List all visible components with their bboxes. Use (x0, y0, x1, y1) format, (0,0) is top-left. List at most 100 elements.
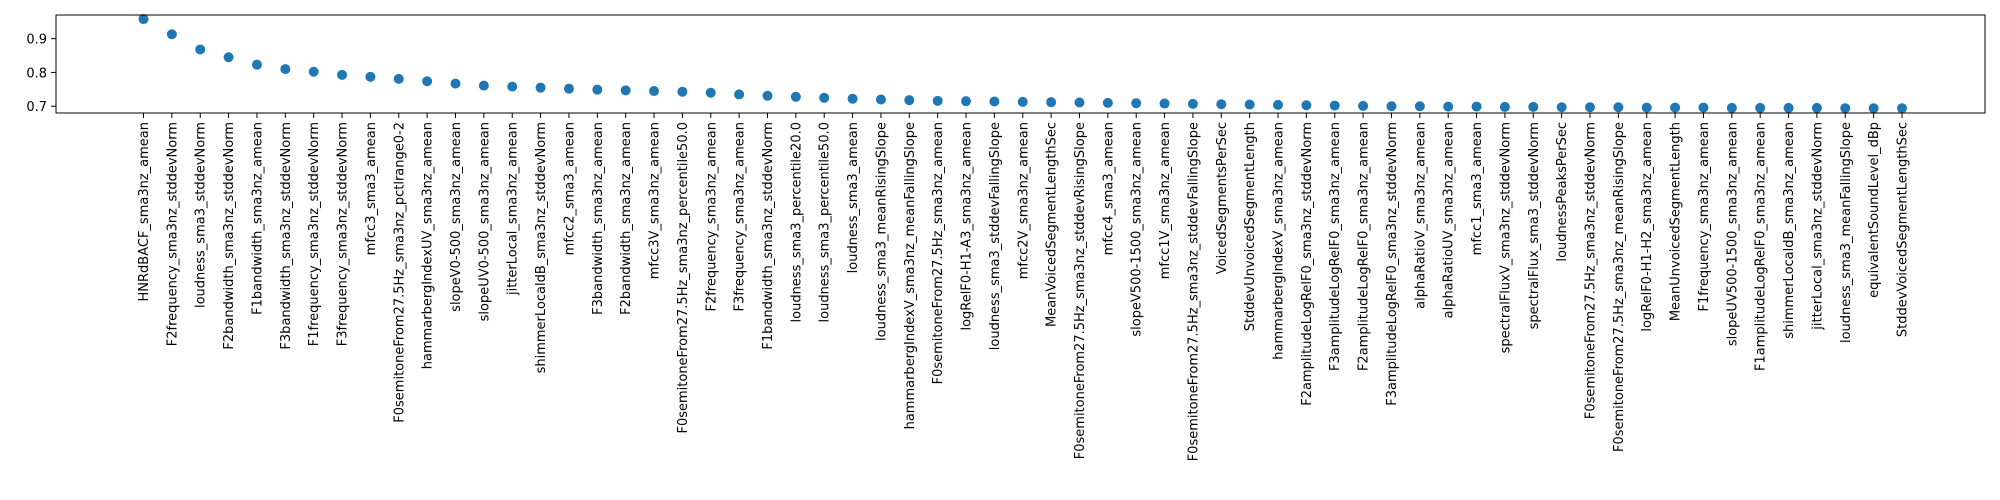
data-point (1301, 100, 1312, 111)
data-point (1187, 98, 1198, 109)
x-tick-label: loudness_sma3_stddevNorm (194, 122, 209, 308)
plot-frame (55, 14, 1986, 114)
x-tick-label: VoicedSegmentsPerSec (1215, 122, 1230, 274)
x-tick-label: F1bandwidth_sma3nz_amean (250, 122, 265, 315)
x-tick-label: F3frequency_sma3nz_stddevNorm (336, 122, 351, 346)
data-point (393, 73, 404, 84)
data-point (705, 87, 716, 98)
x-tick-label: StddevVoicedSegmentLengthSec (1896, 122, 1911, 337)
x-axis: HNRdBACF_sma3nz_amean F2frequency_sma3nz_… (137, 113, 1911, 461)
data-point (1840, 103, 1851, 114)
data-point (1897, 103, 1907, 114)
x-tick-label: logRelF0-H1-H2_sma3nz_amean (1640, 122, 1655, 332)
x-tick-label: loudness_sma3_percentile50.0 (818, 122, 833, 322)
x-tick-label: hammarbergIndexUV_sma3nz_amean (421, 122, 436, 369)
x-tick-label: spectralFlux_sma3_stddevNorm (1527, 122, 1542, 329)
x-tick-label: F2frequency_sma3nz_stddevNorm (165, 122, 180, 346)
x-tick-label: mfcc2V_sma3nz_amean (1016, 122, 1031, 279)
x-tick-label: F2frequency_sma3nz_amean (704, 122, 719, 312)
x-tick-label: logRelF0-H1-A3_sma3nz_amean (960, 122, 975, 331)
x-tick-label: F2bandwidth_sma3nz_amean (619, 122, 634, 315)
data-point (1329, 100, 1340, 111)
x-tick-label: F2bandwidth_sma3nz_stddevNorm (222, 122, 237, 350)
y-tick-label: 0.8 (26, 66, 47, 81)
data-point (592, 84, 603, 95)
x-tick-label: StddevUnvoicedSegmentLength (1243, 122, 1258, 331)
data-point (1273, 99, 1284, 110)
data-point (1783, 102, 1794, 113)
y-tick-label: 0.7 (26, 100, 47, 115)
data-point (1613, 102, 1624, 113)
data-point (422, 76, 433, 87)
data-point (1414, 101, 1425, 112)
data-point (535, 82, 546, 93)
data-point (620, 85, 631, 96)
x-tick-label: slopeUV0-500_sma3nz_amean (477, 122, 492, 321)
data-point (1585, 102, 1596, 113)
data-point (932, 95, 943, 106)
data-point (677, 86, 688, 97)
x-tick-label: shimmerLocaldB_sma3nz_amean (1782, 122, 1797, 339)
data-point (1443, 101, 1454, 112)
x-tick-label: MeanVoicedSegmentLengthSec (1045, 122, 1060, 327)
data-point (1046, 97, 1057, 108)
x-tick-label: shimmerLocaldB_sma3nz_stddevNorm (534, 122, 549, 373)
x-tick-label: F0semitoneFrom27.5Hz_sma3nz_percentile50… (676, 122, 691, 434)
x-tick-label: F3frequency_sma3nz_amean (733, 122, 748, 312)
x-tick-label: alphaRatioUV_sma3nz_amean (1442, 122, 1457, 318)
data-point (819, 92, 830, 103)
data-point (1726, 102, 1737, 113)
data-point (1074, 97, 1085, 108)
data-point (563, 83, 574, 94)
x-tick-label: HNRdBACF_sma3nz_amean (137, 122, 152, 302)
data-point (365, 71, 376, 82)
x-tick-label: slopeV0-500_sma3nz_amean (449, 122, 464, 312)
x-tick-label: F0semitoneFrom27.5Hz_sma3nz_meanRisingSl… (1612, 122, 1627, 452)
x-tick-label: spectralFluxV_sma3nz_stddevNorm (1498, 122, 1513, 353)
data-point (223, 52, 234, 63)
data-point (1216, 99, 1227, 110)
x-tick-label: MeanUnvoicedSegmentLength (1669, 122, 1684, 321)
data-point (1017, 96, 1028, 107)
data-point (1358, 100, 1369, 111)
data-point (847, 93, 858, 104)
x-tick-label: F0semitoneFrom27.5Hz_sma3nz_stddevNorm (1584, 122, 1599, 419)
data-point (507, 81, 518, 92)
data-point (1102, 97, 1113, 108)
data-point (904, 95, 915, 106)
x-tick-label: loudness_sma3_meanFallingSlope (1839, 122, 1854, 343)
x-tick-label: F0semitoneFrom27.5Hz_sma3nz_amean (931, 122, 946, 384)
data-point (1868, 103, 1879, 114)
data-points (138, 14, 1907, 114)
x-tick-label: hammarbergIndexV_sma3nz_amean (1272, 122, 1287, 360)
x-tick-label: equivalentSoundLevel_dBp (1867, 122, 1882, 298)
data-point (762, 90, 773, 101)
data-point (280, 64, 291, 75)
x-tick-label: slopeV500-1500_sma3nz_amean (1130, 122, 1145, 337)
x-tick-label: F3bandwidth_sma3nz_stddevNorm (279, 122, 294, 350)
x-tick-label: F3amplitudeLogRelF0_sma3nz_amean (1328, 122, 1343, 371)
x-tick-label: loudnessPeaksPerSec (1555, 122, 1570, 262)
data-point (1244, 99, 1255, 110)
data-point (251, 59, 262, 70)
x-tick-label: mfcc4_sma3_amean (1101, 122, 1116, 255)
x-tick-label: jitterLocal_sma3nz_stddevNorm (1810, 122, 1825, 331)
data-point (649, 86, 660, 97)
y-axis: 0.7 0.8 0.9 (26, 33, 56, 115)
data-point (1698, 102, 1709, 113)
data-point (308, 66, 319, 77)
x-tick-label: jitterLocal_sma3nz_amean (506, 122, 521, 296)
x-tick-label: F1amplitudeLogRelF0_sma3nz_amean (1754, 122, 1769, 371)
data-point (1159, 98, 1170, 109)
data-point (138, 14, 149, 25)
x-tick-label: loudness_sma3_percentile20.0 (789, 122, 804, 322)
data-point (1471, 101, 1482, 112)
x-tick-label: mfcc1V_sma3nz_amean (1158, 122, 1173, 279)
x-tick-label: mfcc2_sma3_amean (562, 122, 577, 255)
x-tick-label: F3amplitudeLogRelF0_sma3nz_stddevNorm (1385, 122, 1400, 406)
data-point (1811, 102, 1822, 113)
y-tick-label: 0.9 (26, 33, 47, 48)
x-tick-label: F3bandwidth_sma3nz_amean (591, 122, 606, 315)
data-point (875, 94, 886, 105)
